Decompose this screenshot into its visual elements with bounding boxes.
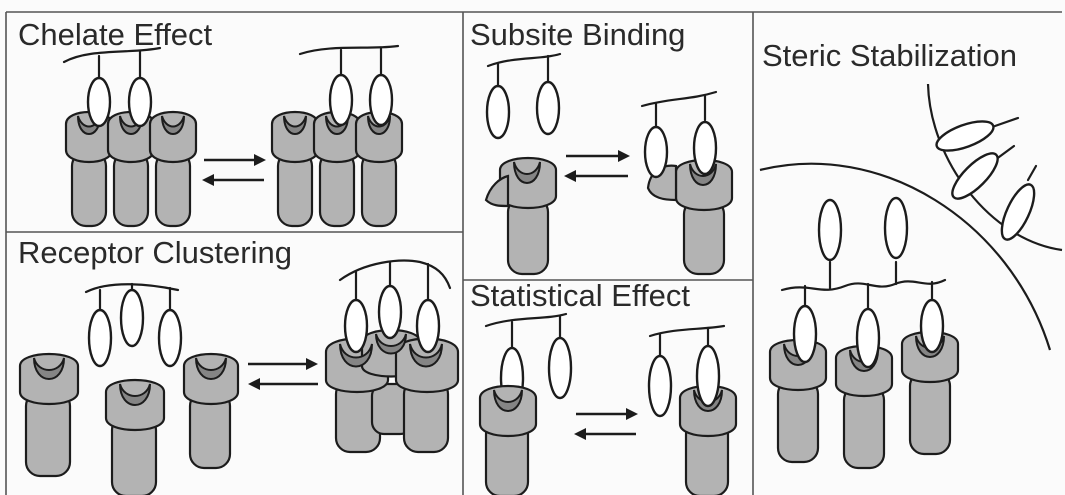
receptor (106, 111, 156, 228)
receptor (270, 111, 320, 228)
surface-bound-ligands (935, 116, 1038, 241)
bound-bivalent-ligand (298, 44, 400, 127)
receptor (678, 384, 738, 495)
polymer-backbone (780, 196, 947, 310)
subsite-binding-title: Subsite Binding (470, 17, 685, 52)
bound-ligands (792, 298, 945, 369)
panel-borders (5, 11, 1062, 495)
bound-bivalent-ligand (647, 324, 726, 418)
receptor (312, 111, 362, 228)
equilibrium-arrows (248, 358, 318, 390)
subsite-binding-panel (484, 52, 734, 276)
steric-stabilization-title: Steric Stabilization (762, 38, 1017, 73)
equilibrium-arrows (564, 150, 630, 182)
equilibrium-arrows (202, 154, 266, 186)
receptor (104, 378, 166, 495)
receptor-cluster (324, 328, 460, 454)
receptor (18, 352, 80, 478)
receptor (768, 338, 828, 464)
receptor-with-subsite (484, 156, 558, 276)
steric-stabilization-panel (759, 83, 1063, 470)
chelate-effect-panel (62, 44, 404, 228)
receptor (148, 111, 198, 228)
receptor-clustering-panel (18, 259, 460, 495)
statistical-effect-title: Statistical Effect (470, 278, 690, 313)
bound-bivalent-ligand (640, 90, 718, 179)
receptor-with-subsite (646, 158, 734, 276)
receptor (478, 384, 538, 495)
receptor (834, 344, 894, 470)
receptor (182, 352, 240, 470)
bivalent-ligand (62, 46, 162, 128)
receptor-clustering-title: Receptor Clustering (18, 235, 292, 270)
equilibrium-arrows (574, 408, 638, 440)
bound-trivalent-ligand (338, 259, 452, 354)
receptor (354, 111, 404, 228)
bivalent-ligand (485, 52, 562, 140)
receptor (900, 330, 960, 456)
statistical-effect-panel (478, 312, 738, 495)
trivalent-ligand (84, 282, 183, 368)
chelate-effect-title: Chelate Effect (18, 17, 213, 52)
receptor (64, 111, 114, 228)
